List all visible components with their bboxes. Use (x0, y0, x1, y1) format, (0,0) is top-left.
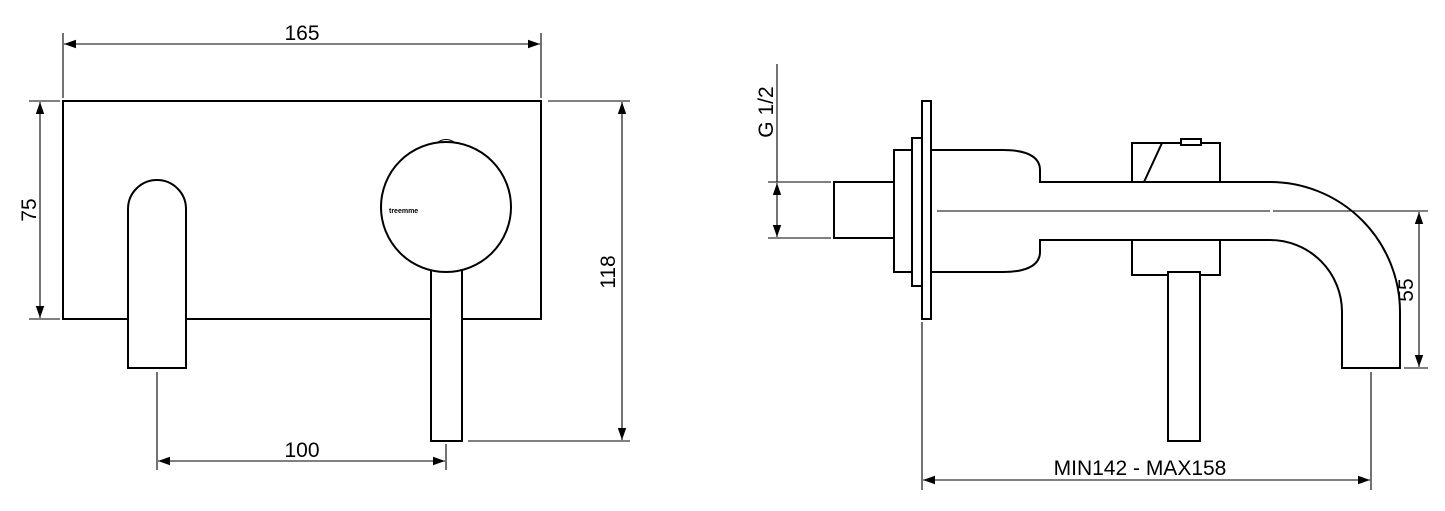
cartridge-bottom (1131, 239, 1221, 276)
dim-label-75: 75 (18, 198, 41, 221)
brand-logo: treemme (389, 208, 418, 215)
cartridge-slope (1142, 142, 1221, 183)
nut-inner (911, 137, 923, 287)
dim-label-proj: MIN142 - MAX158 (1054, 457, 1227, 480)
spout-front (127, 179, 187, 369)
nut-outer (893, 149, 913, 273)
handle-lever-side (1167, 271, 1201, 442)
dim-label-118: 118 (597, 255, 620, 288)
cartridge-cap (1180, 138, 1202, 146)
spout-body (930, 149, 1401, 369)
dim-label-55: 55 (1395, 278, 1418, 301)
front-view: treemme 165 75 118 100 (18, 22, 630, 470)
dim-label-g12: G 1/2 (755, 86, 778, 137)
handle-knob (380, 141, 512, 273)
side-view: G 1/2 55 MIN142 - MAX158 (755, 64, 1428, 490)
dim-label-165: 165 (284, 22, 319, 45)
flange-plate (921, 100, 932, 320)
dim-label-100: 100 (284, 439, 319, 462)
handle-lever (430, 261, 463, 442)
knob-pin (437, 138, 455, 143)
threaded-pipe (833, 181, 897, 239)
